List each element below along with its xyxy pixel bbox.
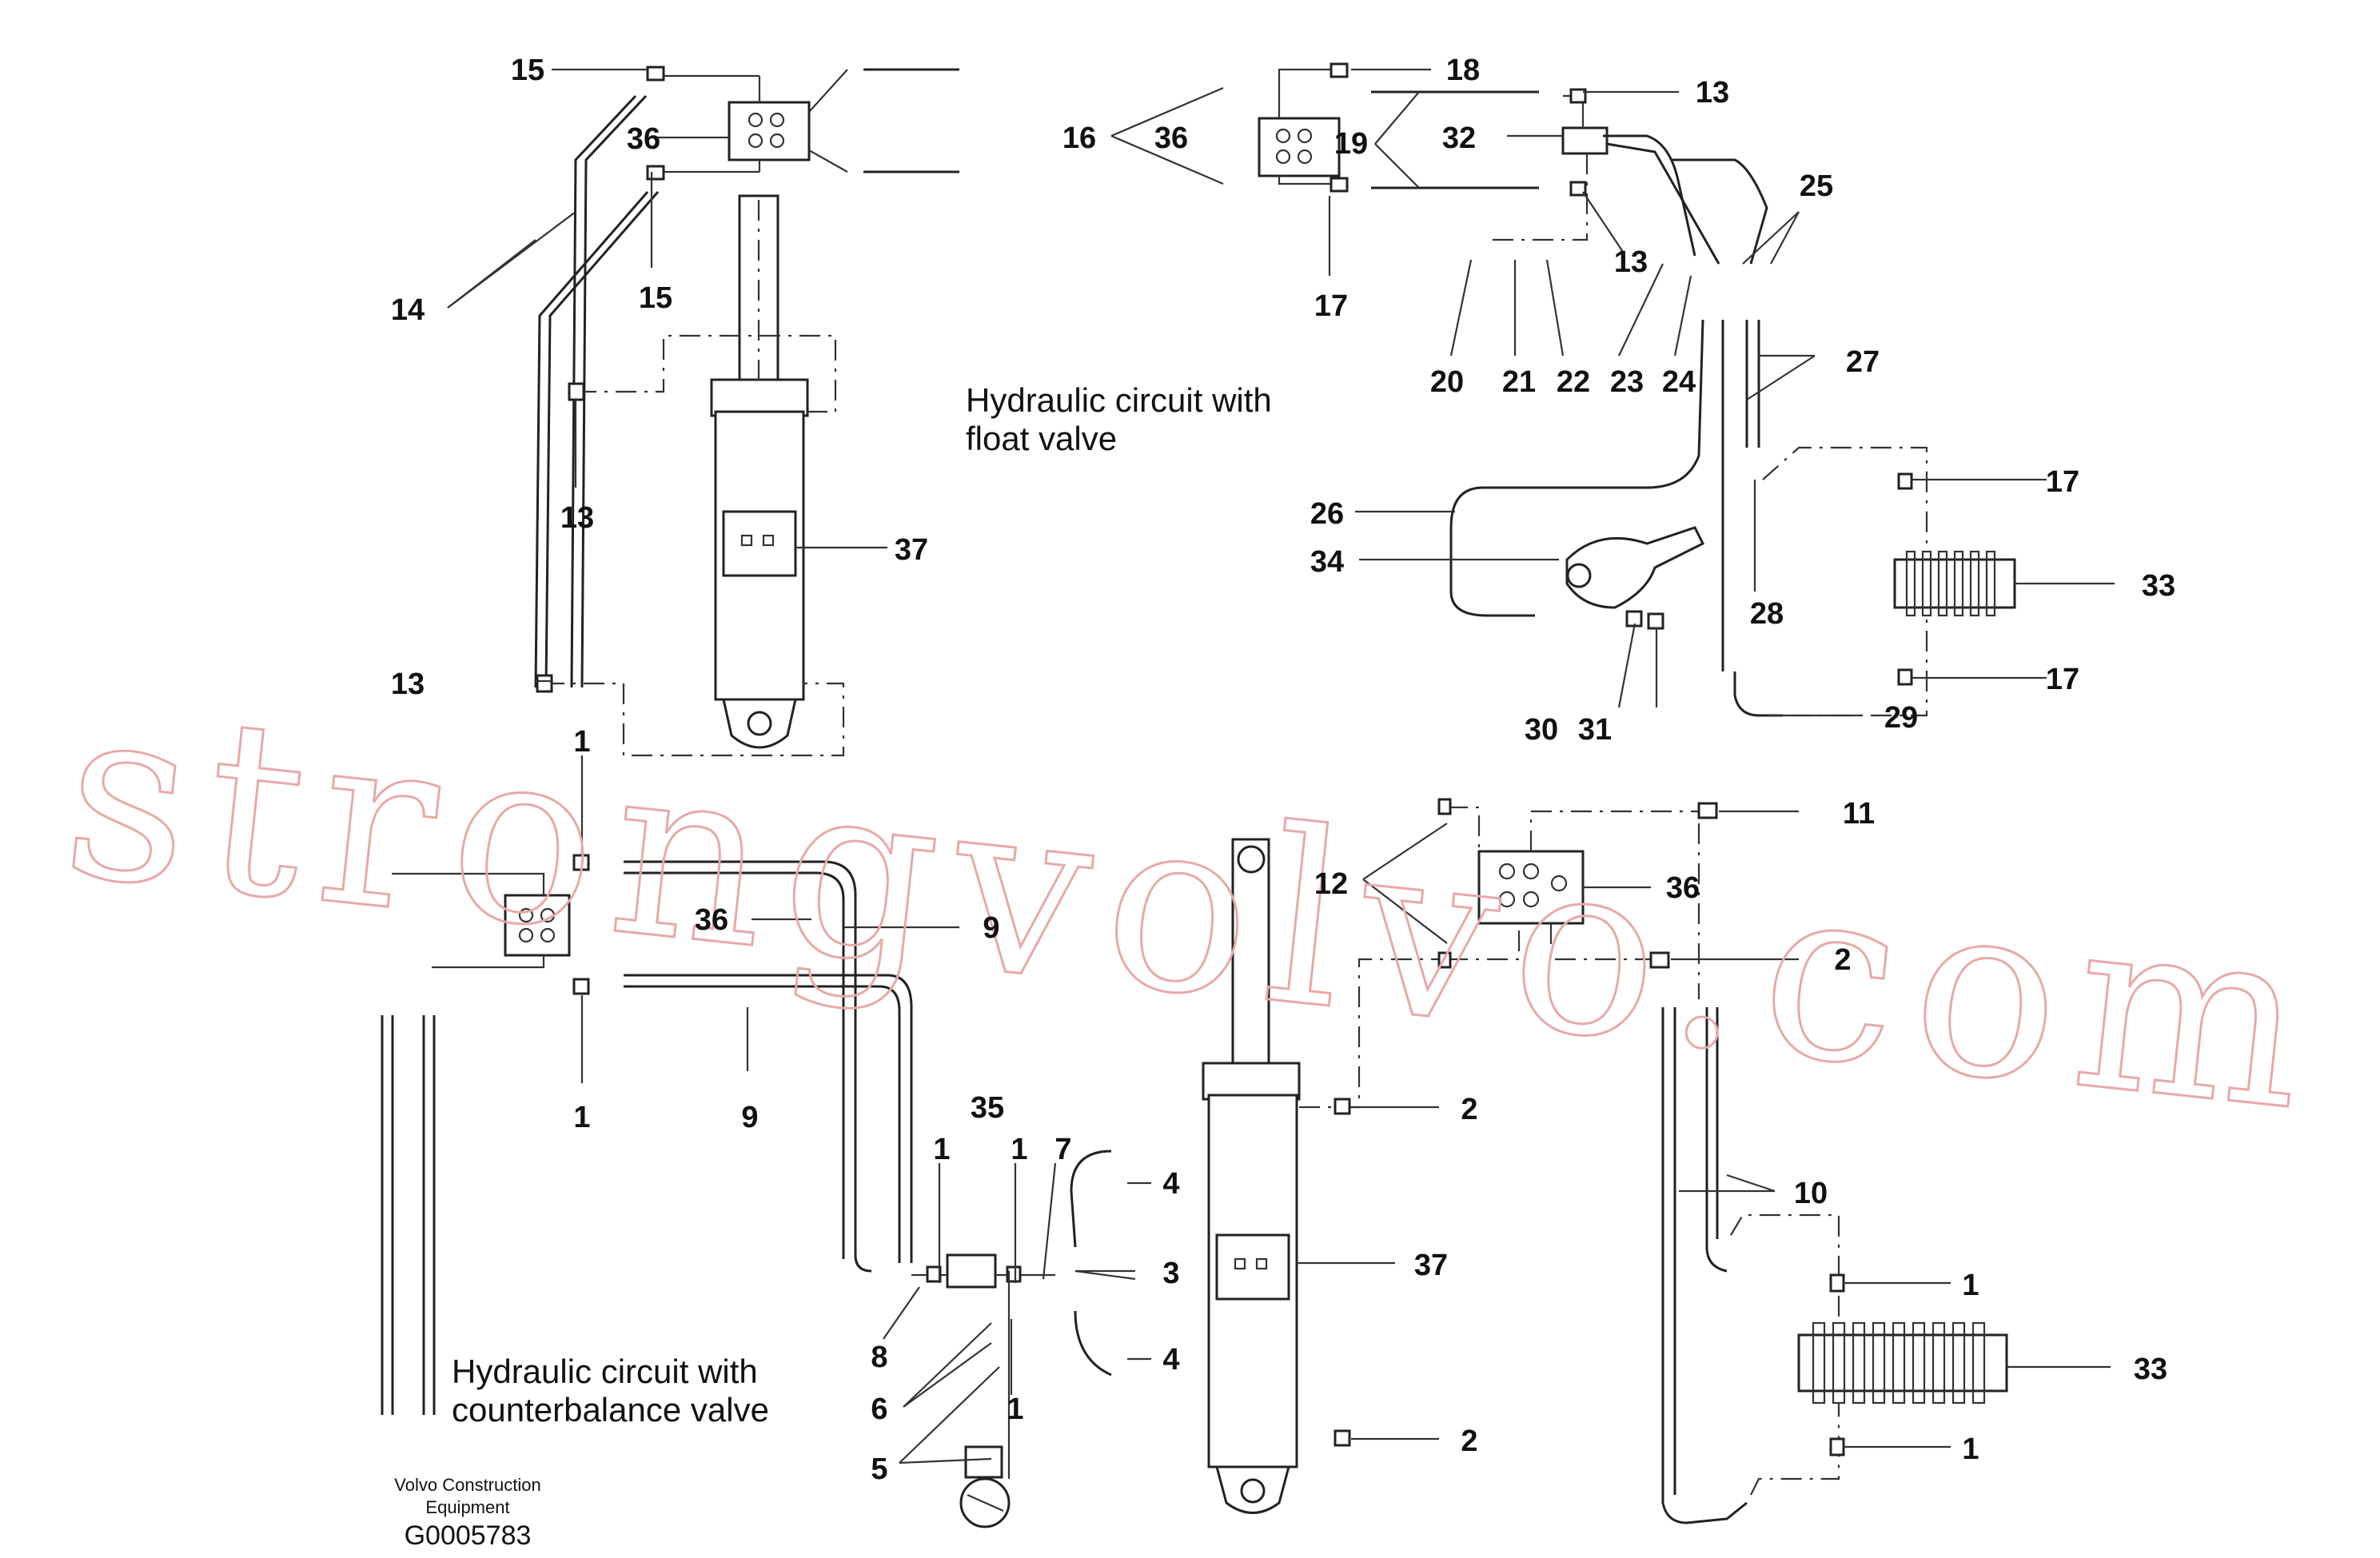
caption-float-line1: Hydraulic circuit with [966,381,1272,419]
label-1: 1 [573,725,590,759]
top-right-assembly [1258,62,2016,717]
label-4: 4 [1162,1167,1179,1201]
label-7: 7 [1054,1133,1071,1166]
label-1: 1 [573,1101,590,1134]
label-9: 9 [983,911,999,945]
footer-company-line2: Equipment [425,1497,509,1517]
leader-lines [447,68,2115,1479]
label-11: 11 [1843,797,1875,831]
bottom-left-assembly [381,854,1112,1528]
label-15: 15 [639,281,672,315]
label-15: 15 [511,54,544,87]
label-25: 25 [1800,169,1833,203]
label-29: 29 [1884,701,1918,735]
label-36: 36 [1666,871,1700,905]
label-17: 17 [1314,289,1348,323]
label-4: 4 [1162,1343,1179,1377]
label-9: 9 [741,1101,758,1134]
label-1: 1 [1962,1269,1979,1302]
label-26: 26 [1310,497,1344,531]
label-21: 21 [1502,365,1536,399]
label-22: 22 [1557,365,1590,399]
label-12: 12 [1314,867,1348,901]
label-19: 19 [1334,127,1368,161]
label-28: 28 [1750,597,1784,631]
label-1: 1 [1007,1393,1023,1426]
label-13: 13 [1696,76,1729,110]
label-8: 8 [871,1341,887,1374]
label-37: 37 [895,533,928,567]
label-35: 35 [971,1091,1004,1125]
label-13: 13 [560,501,594,535]
top-left-assembly [534,66,959,757]
caption-counter-line2: counterbalance valve [452,1391,769,1428]
label-33: 33 [2134,1353,2167,1386]
label-1: 1 [1011,1133,1027,1166]
footer-company-line1: Volvo Construction [394,1475,540,1495]
label-3: 3 [1162,1257,1179,1290]
label-2: 2 [1461,1425,1477,1458]
label-27: 27 [1846,345,1880,379]
label-13: 13 [1614,245,1648,279]
label-5: 5 [871,1452,887,1486]
label-23: 23 [1610,365,1644,399]
label-33: 33 [2142,569,2175,603]
part-labels: 15 36 14 15 13 37 13 16 36 18 19 32 13 1… [391,54,2175,1486]
label-14: 14 [391,293,425,327]
label-17: 17 [2046,465,2079,499]
label-2: 2 [1834,943,1851,977]
bottom-right-assembly [1202,798,2008,1524]
label-13: 13 [391,667,425,701]
watermark: strongvolvo.com [54,651,2335,1166]
label-36: 36 [1154,122,1188,155]
label-6: 6 [871,1393,887,1426]
label-17: 17 [2046,663,2079,696]
label-32: 32 [1442,122,1476,155]
caption-counter-line1: Hydraulic circuit with [452,1353,758,1390]
label-1: 1 [933,1133,950,1166]
label-2: 2 [1461,1093,1477,1126]
label-30: 30 [1525,713,1558,747]
label-1: 1 [1962,1432,1979,1466]
footer-drawing-code: G0005783 [405,1520,532,1551]
label-36: 36 [695,903,728,937]
label-10: 10 [1794,1177,1828,1210]
label-24: 24 [1662,365,1696,399]
label-31: 31 [1578,713,1612,747]
label-34: 34 [1310,545,1344,579]
caption-float-line2: float valve [966,420,1117,457]
label-37: 37 [1414,1249,1448,1282]
label-18: 18 [1446,54,1480,87]
label-16: 16 [1062,122,1096,155]
label-36: 36 [627,122,660,156]
label-20: 20 [1430,365,1464,399]
